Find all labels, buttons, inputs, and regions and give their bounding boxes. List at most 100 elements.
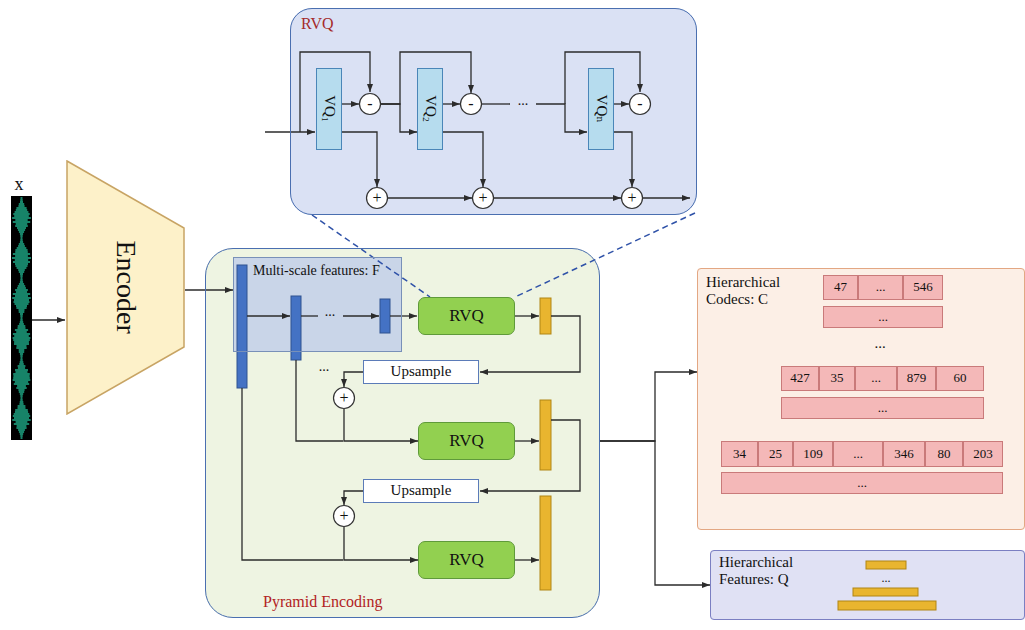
upsample-box: Upsample	[363, 479, 479, 503]
add-circle-text: +	[627, 189, 636, 207]
upsample-box-text: Upsample	[391, 482, 452, 499]
codec-cell-text: 35	[831, 371, 844, 386]
feature-bar	[237, 265, 247, 388]
codec-row-text: ...	[857, 476, 867, 491]
panel-fill	[233, 257, 402, 352]
multi-scale-features-box: Multi-scale features: F	[233, 257, 402, 352]
upsample-box-text: Upsample	[391, 363, 452, 380]
add-circle-text: +	[339, 389, 348, 407]
connector	[342, 103, 359, 104]
connector	[600, 372, 697, 441]
pyramid-encoding-panel: Pyramid EncodingMulti-scale features: FR…	[205, 248, 600, 618]
add-circle-text: +	[372, 189, 381, 207]
rvq-box-text: RVQ	[449, 306, 484, 326]
wire	[515, 315, 539, 316]
add-circle: +	[333, 387, 355, 409]
codec-cell: 60	[936, 366, 984, 391]
connector	[344, 491, 363, 505]
codec-cell-text: 80	[938, 447, 951, 462]
codec-cell-text: 25	[769, 447, 782, 462]
quantized-bar	[866, 561, 906, 569]
connector	[344, 409, 418, 441]
codec-row: ...	[781, 397, 984, 419]
label-anchor: ...	[319, 357, 330, 375]
connector	[344, 372, 363, 387]
rvq-box-text: RVQ	[449, 431, 484, 451]
codec-cell-text: ...	[853, 447, 863, 462]
codec-row-text: ...	[878, 401, 888, 416]
codec-cell-text: ...	[871, 371, 881, 386]
subtract-circle-text: -	[468, 95, 473, 113]
codec-row: ...	[823, 306, 943, 328]
connector	[443, 132, 483, 187]
wire	[536, 104, 587, 132]
waveform	[12, 198, 31, 438]
connector	[388, 197, 472, 198]
codec-cell: 34	[721, 441, 758, 467]
circle-shape	[360, 94, 381, 115]
connector	[614, 132, 632, 187]
zoom-leader	[312, 213, 695, 297]
circle-shape	[622, 188, 643, 209]
circle-shape	[334, 506, 355, 527]
label-anchor: ...	[325, 302, 336, 320]
codec-cell-text: 109	[803, 447, 823, 462]
label-anchor: ...	[882, 568, 891, 586]
add-circle: +	[472, 187, 494, 209]
vq-box-text: VQ₁	[320, 96, 337, 123]
ellipsis: ...	[518, 94, 529, 108]
codec-cell: 546	[903, 275, 943, 300]
vq-box: VQₙ	[588, 68, 614, 150]
connector	[185, 289, 233, 290]
wire	[301, 315, 318, 316]
codec-cell-text: ...	[876, 280, 886, 295]
label-anchor: ...	[874, 334, 885, 352]
codec-cell-text: 47	[834, 280, 847, 295]
connector	[614, 103, 629, 104]
panel-fill	[710, 550, 1025, 620]
connector	[381, 104, 417, 132]
vq-box-text: VQ₂	[421, 96, 438, 123]
ellipsis: ...	[325, 305, 336, 319]
rvq-box: RVQ	[418, 541, 515, 579]
wire	[343, 315, 379, 316]
encoder-block: Encoder	[66, 160, 185, 415]
codec-cell: 35	[819, 366, 855, 391]
quantized-bar	[838, 601, 936, 610]
ellipsis: ...	[319, 360, 330, 374]
connector	[344, 527, 418, 560]
upsample-box: Upsample	[363, 360, 479, 384]
panel-fill	[697, 268, 1025, 530]
add-circle: +	[333, 505, 355, 527]
connector	[443, 103, 460, 104]
quantized-bar	[540, 298, 551, 334]
codec-cell: 427	[781, 366, 819, 391]
ellipsis: ...	[882, 572, 891, 584]
circle-shape	[334, 388, 355, 409]
rvq-box: RVQ	[418, 297, 515, 335]
feature-bar	[291, 296, 301, 360]
circle-shape	[473, 188, 494, 209]
panel-fill	[205, 248, 600, 618]
vq-box: VQ₂	[417, 68, 443, 150]
wire	[515, 559, 539, 560]
subtract-circle: -	[629, 93, 651, 115]
codec-row: ...	[721, 472, 1003, 494]
input-symbol: x	[15, 175, 24, 193]
connector	[342, 132, 377, 187]
codec-cell-text: 546	[913, 280, 933, 295]
codec-cell-text: 203	[973, 447, 993, 462]
hierarchical-features-panel-text: Hierarchical Features: Q	[719, 554, 831, 589]
codec-cell: 109	[793, 441, 833, 467]
hierarchical-codecs-panel: Hierarchical Codecs: C47...546...42735..…	[697, 268, 1025, 530]
multi-scale-features-box-text: Multi-scale features: F	[253, 263, 380, 279]
codec-cell-text: 60	[954, 371, 967, 386]
subtract-circle-text: -	[367, 95, 372, 113]
rvq-box: RVQ	[418, 422, 515, 460]
add-circle: +	[366, 187, 388, 209]
encoder-block-text: Encoder	[109, 241, 141, 334]
subtract-circle: -	[460, 93, 482, 115]
wire	[482, 103, 510, 104]
ellipsis: ...	[874, 336, 885, 351]
